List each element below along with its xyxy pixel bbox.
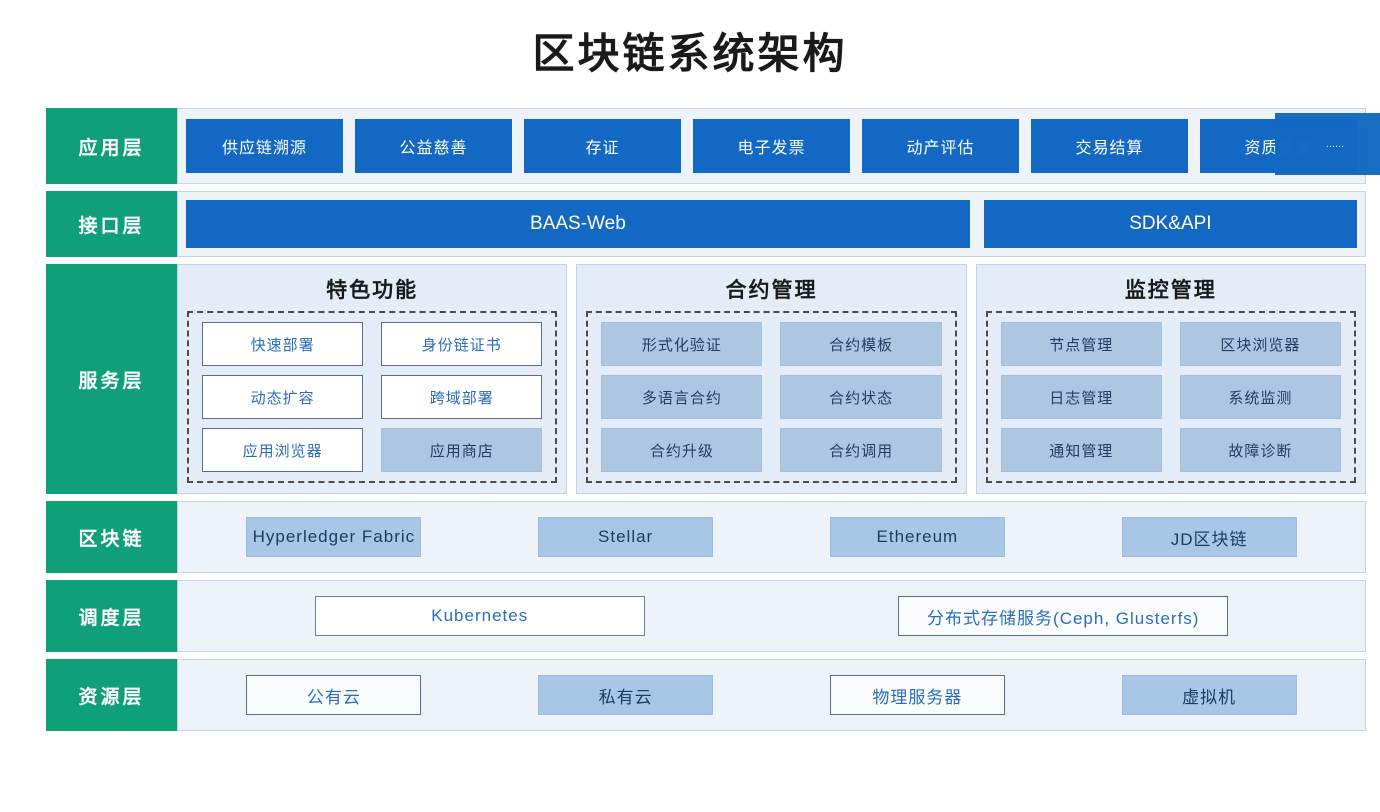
app-item-overflow[interactable]: ...... xyxy=(1275,113,1380,175)
interface-item-sdk-api[interactable]: SDK&API xyxy=(983,200,1357,248)
feature-cell-dynamic-scaling[interactable]: 动态扩容 xyxy=(202,375,364,419)
contract-cell-upgrade[interactable]: 合约升级 xyxy=(601,428,763,472)
app-item-transaction-settlement[interactable]: 交易结算 xyxy=(1031,119,1188,173)
blockchain-slot-2: Stellar xyxy=(480,517,772,557)
feature-cell-identity-cert[interactable]: 身份链证书 xyxy=(381,322,543,366)
scheduling-layer-body: Kubernetes 分布式存储服务(Ceph, Glusterfs) xyxy=(177,580,1366,652)
resource-item-physical-server[interactable]: 物理服务器 xyxy=(829,675,1005,715)
scheduling-slot-1: Kubernetes xyxy=(188,596,772,636)
contract-cell-multi-language[interactable]: 多语言合约 xyxy=(601,375,763,419)
service-layer-row: 服务层 特色功能 快速部署 身份链证书 动态扩容 跨域部署 应用浏览器 应用商店… xyxy=(46,264,1366,494)
layer-label-resource: 资源层 xyxy=(46,659,177,731)
app-item-supply-chain[interactable]: 供应链溯源 xyxy=(186,119,343,173)
monitor-cell-log-management[interactable]: 日志管理 xyxy=(1000,375,1162,419)
layer-label-service: 服务层 xyxy=(46,264,177,494)
app-item-asset-valuation[interactable]: 动产评估 xyxy=(862,119,1019,173)
resource-item-virtual-machine[interactable]: 虚拟机 xyxy=(1121,675,1297,715)
blockchain-layer-row: 区块链 Hyperledger Fabric Stellar Ethereum … xyxy=(46,501,1366,573)
layer-label-application: 应用层 xyxy=(46,108,177,184)
feature-cell-app-store[interactable]: 应用商店 xyxy=(381,428,543,472)
blockchain-slot-1: Hyperledger Fabric xyxy=(188,517,480,557)
panel-grid-features: 快速部署 身份链证书 动态扩容 跨域部署 应用浏览器 应用商店 xyxy=(187,311,558,483)
monitor-cell-system-monitoring[interactable]: 系统监测 xyxy=(1179,375,1341,419)
blockchain-layer-body: Hyperledger Fabric Stellar Ethereum JD区块… xyxy=(177,501,1366,573)
app-item-evidence[interactable]: 存证 xyxy=(524,119,681,173)
feature-cell-cross-domain-deploy[interactable]: 跨域部署 xyxy=(381,375,543,419)
feature-cell-app-browser[interactable]: 应用浏览器 xyxy=(202,428,364,472)
scheduling-item-distributed-storage[interactable]: 分布式存储服务(Ceph, Glusterfs) xyxy=(898,596,1229,636)
feature-cell-fast-deploy[interactable]: 快速部署 xyxy=(202,322,364,366)
panel-title-features: 特色功能 xyxy=(326,279,419,302)
contract-cell-template[interactable]: 合约模板 xyxy=(780,322,942,366)
app-item-e-invoice[interactable]: 电子发票 xyxy=(693,119,850,173)
service-panel-features: 特色功能 快速部署 身份链证书 动态扩容 跨域部署 应用浏览器 应用商店 xyxy=(177,264,568,494)
service-panel-contract: 合约管理 形式化验证 合约模板 多语言合约 合约状态 合约升级 合约调用 xyxy=(576,264,967,494)
blockchain-item-hyperledger-fabric[interactable]: Hyperledger Fabric xyxy=(246,517,422,557)
app-item-charity[interactable]: 公益慈善 xyxy=(355,119,512,173)
monitor-cell-block-explorer[interactable]: 区块浏览器 xyxy=(1179,322,1341,366)
interface-layer-body: BAAS-Web SDK&API xyxy=(177,191,1366,257)
application-layer-row: 应用层 供应链溯源 公益慈善 存证 电子发票 动产评估 交易结算 资质备案 ..… xyxy=(46,108,1380,184)
service-panel-monitoring: 监控管理 节点管理 区块浏览器 日志管理 系统监测 通知管理 故障诊断 xyxy=(975,264,1366,494)
panel-title-contract: 合约管理 xyxy=(725,279,818,302)
monitor-cell-node-management[interactable]: 节点管理 xyxy=(1000,322,1162,366)
layer-label-interface: 接口层 xyxy=(46,191,177,257)
blockchain-slot-4: JD区块链 xyxy=(1063,517,1355,557)
scheduling-layer-row: 调度层 Kubernetes 分布式存储服务(Ceph, Glusterfs) xyxy=(46,580,1366,652)
panel-grid-monitoring: 节点管理 区块浏览器 日志管理 系统监测 通知管理 故障诊断 xyxy=(985,311,1356,483)
layer-label-scheduling: 调度层 xyxy=(46,580,177,652)
blockchain-item-ethereum[interactable]: Ethereum xyxy=(829,517,1005,557)
contract-cell-formal-verification[interactable]: 形式化验证 xyxy=(601,322,763,366)
resource-slot-2: 私有云 xyxy=(480,675,772,715)
page-title: 区块链系统架构 xyxy=(532,29,848,77)
architecture-diagram: 应用层 供应链溯源 公益慈善 存证 电子发票 动产评估 交易结算 资质备案 ..… xyxy=(46,108,1380,758)
resource-item-private-cloud[interactable]: 私有云 xyxy=(538,675,714,715)
layer-label-blockchain: 区块链 xyxy=(46,501,177,573)
contract-cell-invoke[interactable]: 合约调用 xyxy=(780,428,942,472)
resource-layer-row: 资源层 公有云 私有云 物理服务器 虚拟机 xyxy=(46,659,1366,731)
contract-cell-state[interactable]: 合约状态 xyxy=(780,375,942,419)
scheduling-slot-2: 分布式存储服务(Ceph, Glusterfs) xyxy=(772,596,1356,636)
service-layer-body: 特色功能 快速部署 身份链证书 动态扩容 跨域部署 应用浏览器 应用商店 合约管… xyxy=(177,264,1366,494)
monitor-cell-fault-diagnosis[interactable]: 故障诊断 xyxy=(1179,428,1341,472)
scheduling-item-kubernetes[interactable]: Kubernetes xyxy=(314,596,645,636)
panel-title-monitoring: 监控管理 xyxy=(1124,279,1217,302)
blockchain-item-stellar[interactable]: Stellar xyxy=(538,517,714,557)
blockchain-item-jd-blockchain[interactable]: JD区块链 xyxy=(1121,517,1297,557)
application-layer-body: 供应链溯源 公益慈善 存证 电子发票 动产评估 交易结算 资质备案 ...... xyxy=(177,108,1380,184)
blockchain-slot-3: Ethereum xyxy=(772,517,1064,557)
panel-grid-contract: 形式化验证 合约模板 多语言合约 合约状态 合约升级 合约调用 xyxy=(586,311,957,483)
interface-item-baas-web[interactable]: BAAS-Web xyxy=(186,200,970,248)
interface-layer-row: 接口层 BAAS-Web SDK&API xyxy=(46,191,1366,257)
resource-slot-1: 公有云 xyxy=(188,675,480,715)
resource-slot-3: 物理服务器 xyxy=(772,675,1064,715)
resource-layer-body: 公有云 私有云 物理服务器 虚拟机 xyxy=(177,659,1366,731)
resource-slot-4: 虚拟机 xyxy=(1063,675,1355,715)
title-bar: 区块链系统架构 xyxy=(0,0,1380,100)
resource-item-public-cloud[interactable]: 公有云 xyxy=(246,675,422,715)
monitor-cell-notification[interactable]: 通知管理 xyxy=(1000,428,1162,472)
